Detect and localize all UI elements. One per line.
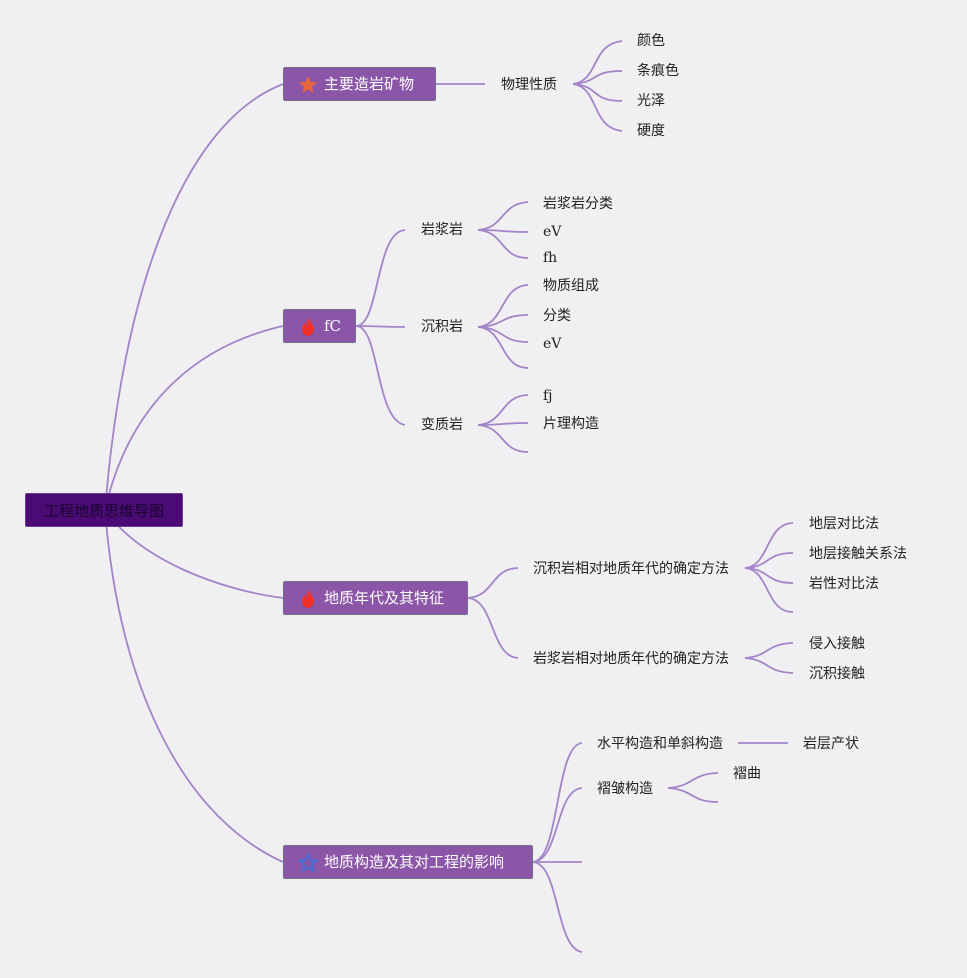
node-metamorphic-item[interactable]: 片理构造	[543, 416, 599, 432]
node-physical-properties[interactable]: 物理性质	[501, 77, 557, 93]
node-streak[interactable]: 条痕色	[637, 63, 679, 79]
topic-rocks[interactable]: fC	[283, 309, 356, 343]
node-contact-type[interactable]: 侵入接触	[809, 636, 865, 652]
star-icon	[299, 76, 317, 93]
node-dating-method[interactable]: 岩性对比法	[809, 576, 879, 592]
root-node[interactable]: 工程地质思维导图	[25, 493, 183, 527]
node-strata-attitude[interactable]: 岩层产状	[803, 736, 859, 752]
topic-geologic-structures[interactable]: 地质构造及其对工程的影响	[283, 845, 533, 879]
node-metamorphic[interactable]: 变质岩	[421, 417, 463, 433]
link-root-ages	[104, 509, 284, 599]
node-hardness[interactable]: 硬度	[637, 123, 665, 139]
node-sedimentary-item[interactable]: eV	[543, 336, 562, 352]
node-sedimentary[interactable]: 沉积岩	[421, 319, 463, 335]
link-root-minerals	[104, 83, 284, 511]
topic-minerals[interactable]: 主要造岩矿物	[283, 67, 436, 101]
node-sedimentary-dating[interactable]: 沉积岩相对地质年代的确定方法	[533, 561, 729, 577]
topic-label: fC	[324, 317, 342, 335]
node-metamorphic-item[interactable]: fj	[543, 388, 553, 404]
topic-label: 主要造岩矿物	[324, 75, 415, 93]
node-dating-method[interactable]: 地层接触关系法	[809, 546, 907, 562]
node-igneous-item[interactable]: eV	[543, 224, 562, 240]
node-fold[interactable]: 褶曲	[733, 766, 761, 782]
topic-label: 地质年代及其特征	[324, 589, 445, 607]
flame-icon	[302, 590, 314, 608]
link-root-structures	[104, 509, 284, 863]
node-igneous-dating[interactable]: 岩浆岩相对地质年代的确定方法	[533, 651, 729, 667]
node-sedimentary-item[interactable]: 物质组成	[543, 278, 599, 294]
node-luster[interactable]: 光泽	[637, 93, 665, 109]
node-sedimentary-item[interactable]: 分类	[543, 308, 571, 324]
flame-icon	[302, 318, 314, 336]
link-root-rocks	[104, 325, 284, 511]
topic-geologic-ages[interactable]: 地质年代及其特征	[283, 581, 468, 615]
node-dating-method[interactable]: 地层对比法	[809, 516, 879, 532]
star-outline-icon	[298, 853, 318, 873]
node-igneous[interactable]: 岩浆岩	[421, 222, 463, 238]
node-horizontal-structure[interactable]: 水平构造和单斜构造	[597, 736, 723, 752]
node-igneous-item[interactable]: 岩浆岩分类	[543, 196, 613, 212]
topic-label: 地质构造及其对工程的影响	[324, 853, 505, 871]
node-color[interactable]: 颜色	[637, 33, 665, 49]
node-contact-type[interactable]: 沉积接触	[809, 666, 865, 682]
node-fold-structure[interactable]: 褶皱构造	[597, 781, 653, 797]
node-igneous-item[interactable]: fh	[543, 250, 558, 266]
